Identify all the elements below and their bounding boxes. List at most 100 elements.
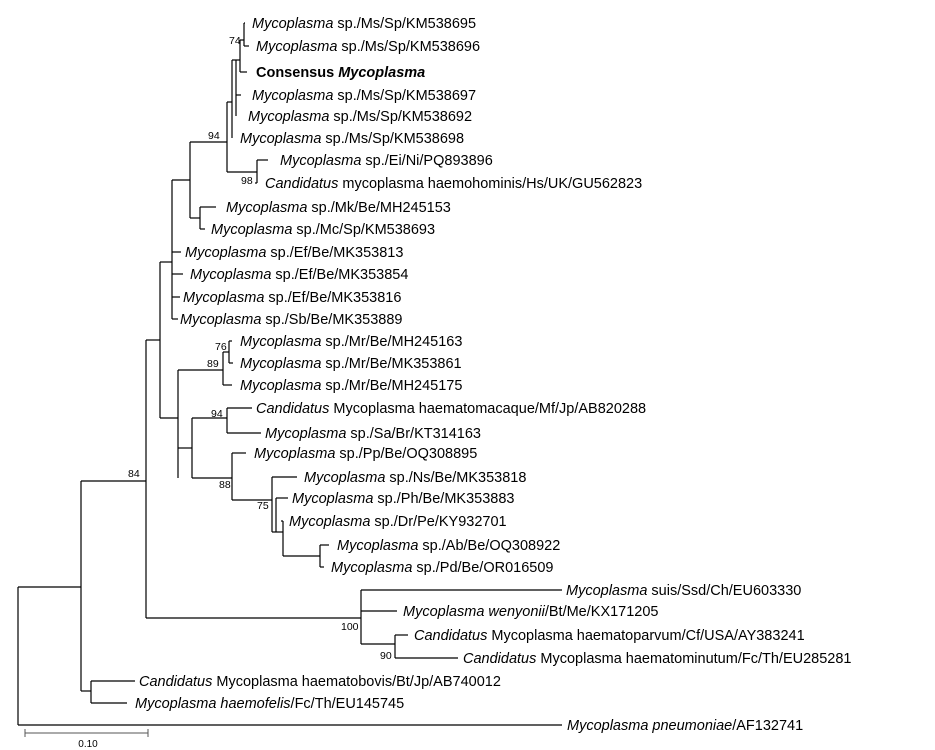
taxon-genus-t27: Mycoplasma wenyonii [403, 604, 546, 620]
taxon-label-t13: Mycoplasma sp./Ef/Be/MK353816 [183, 290, 401, 306]
taxon-genus-t25: Mycoplasma [331, 560, 412, 576]
taxon-label-t25: Mycoplasma sp./Pd/Be/OR016509 [331, 560, 553, 576]
taxon-labels: Mycoplasma sp./Ms/Sp/KM538695Mycoplasma … [135, 16, 851, 734]
taxon-strain-t14: sp./Sb/Be/MK353889 [261, 312, 402, 328]
taxon-genus-t20: Mycoplasma [254, 446, 335, 462]
taxon-genus-t29: Candidatus [463, 651, 536, 667]
taxon-strain-t19: sp./Sa/Br/KT314163 [346, 426, 481, 442]
taxon-strain-t1: sp./Ms/Sp/KM538695 [333, 16, 476, 32]
taxon-genus-t1: Mycoplasma [252, 16, 333, 32]
taxon-genus-t6: Mycoplasma [240, 131, 321, 147]
taxon-strain-t28: Mycoplasma haematoparvum/Cf/USA/AY383241 [487, 628, 804, 644]
taxon-label-t7: Mycoplasma sp./Ei/Ni/PQ893896 [280, 153, 493, 169]
taxon-strain-t31: /Fc/Th/EU145745 [291, 696, 405, 712]
taxon-label-t18: Candidatus Mycoplasma haematomacaque/Mf/… [256, 401, 646, 417]
taxon-label-t10: Mycoplasma sp./Mc/Sp/KM538693 [211, 222, 435, 238]
taxon-genus-t16: Mycoplasma [240, 356, 321, 372]
bootstrap-value-b84: 84 [128, 468, 140, 480]
taxon-label-t27: Mycoplasma wenyonii/Bt/Me/KX171205 [403, 604, 659, 620]
taxon-strain-t27: /Bt/Me/KX171205 [545, 604, 659, 620]
taxon-strain-t8: mycoplasma haemohominis/Hs/UK/GU562823 [338, 176, 642, 192]
taxon-strain-t4: sp./Ms/Sp/KM538697 [333, 88, 476, 104]
taxon-genus-t32: Mycoplasma pneumoniae [567, 718, 732, 734]
taxon-genus-t28: Candidatus [414, 628, 487, 644]
taxon-label-t15: Mycoplasma sp./Mr/Be/MH245163 [240, 334, 462, 350]
bootstrap-value-b94: 94 [208, 130, 220, 142]
taxon-strain-t18: Mycoplasma haematomacaque/Mf/Jp/AB820288 [329, 401, 646, 417]
taxon-genus-t3: Mycoplasma [338, 65, 425, 81]
taxon-label-t23: Mycoplasma sp./Dr/Pe/KY932701 [289, 514, 507, 530]
taxon-strain-t9: sp./Mk/Be/MH245153 [307, 200, 450, 216]
taxon-label-t19: Mycoplasma sp./Sa/Br/KT314163 [265, 426, 481, 442]
taxon-strain-t23: sp./Dr/Pe/KY932701 [370, 514, 506, 530]
taxon-label-t30: Candidatus Mycoplasma haematobovis/Bt/Jp… [139, 674, 501, 690]
taxon-label-t1: Mycoplasma sp./Ms/Sp/KM538695 [252, 16, 476, 32]
taxon-genus-t2: Mycoplasma [256, 39, 337, 55]
bootstrap-value-b74: 74 [229, 35, 241, 47]
taxon-strain-t30: Mycoplasma haematobovis/Bt/Jp/AB740012 [212, 674, 501, 690]
taxon-genus-t22: Mycoplasma [292, 491, 373, 507]
taxon-label-t28: Candidatus Mycoplasma haematoparvum/Cf/U… [414, 628, 805, 644]
taxon-genus-t7: Mycoplasma [280, 153, 361, 169]
taxon-label-t12: Mycoplasma sp./Ef/Be/MK353854 [190, 267, 408, 283]
taxon-label-t2: Mycoplasma sp./Ms/Sp/KM538696 [256, 39, 480, 55]
taxon-genus-t14: Mycoplasma [180, 312, 261, 328]
taxon-strain-t20: sp./Pp/Be/OQ308895 [335, 446, 477, 462]
taxon-strain-t16: sp./Mr/Be/MK353861 [321, 356, 461, 372]
taxon-label-t24: Mycoplasma sp./Ab/Be/OQ308922 [337, 538, 560, 554]
taxon-label-t5: Mycoplasma sp./Ms/Sp/KM538692 [248, 109, 472, 125]
taxon-strain-t29: Mycoplasma haematominutum/Fc/Th/EU285281 [536, 651, 851, 667]
bootstrap-value-b98: 98 [241, 175, 253, 187]
taxon-genus-t17: Mycoplasma [240, 378, 321, 394]
taxon-label-t16: Mycoplasma sp./Mr/Be/MK353861 [240, 356, 462, 372]
taxon-label-t8: Candidatus mycoplasma haemohominis/Hs/UK… [265, 176, 642, 192]
scale-bar: 0.10 [24, 729, 149, 750]
taxon-strain-t10: sp./Mc/Sp/KM538693 [292, 222, 435, 238]
taxon-strain-t2: sp./Ms/Sp/KM538696 [337, 39, 480, 55]
taxon-genus-t31: Mycoplasma haemofelis [135, 696, 291, 712]
taxon-strain-t21: sp./Ns/Be/MK353818 [385, 470, 526, 486]
taxon-genus-t10: Mycoplasma [211, 222, 292, 238]
taxon-label-t9: Mycoplasma sp./Mk/Be/MH245153 [226, 200, 451, 216]
taxon-genus-t9: Mycoplasma [226, 200, 307, 216]
bootstrap-value-b90: 90 [380, 650, 392, 662]
taxon-strain-t17: sp./Mr/Be/MH245175 [321, 378, 462, 394]
taxon-label-t32: Mycoplasma pneumoniae/AF132741 [567, 718, 803, 734]
taxon-strain-t13: sp./Ef/Be/MK353816 [264, 290, 401, 306]
taxon-genus-t19: Mycoplasma [265, 426, 346, 442]
taxon-strain-t6: sp./Ms/Sp/KM538698 [321, 131, 464, 147]
taxon-label-t31: Mycoplasma haemofelis/Fc/Th/EU145745 [135, 696, 404, 712]
taxon-genus-t12: Mycoplasma [190, 267, 271, 283]
taxon-strain-t22: sp./Ph/Be/MK353883 [373, 491, 514, 507]
taxon-label-t21: Mycoplasma sp./Ns/Be/MK353818 [304, 470, 526, 486]
taxon-genus-t26: Mycoplasma [566, 583, 647, 599]
taxon-genus-t8: Candidatus [265, 176, 338, 192]
taxon-strain-t32: /AF132741 [732, 718, 803, 734]
taxon-label-t29: Candidatus Mycoplasma haematominutum/Fc/… [463, 651, 851, 667]
bootstrap-value-b100: 100 [341, 621, 359, 633]
bootstrap-value-b89: 89 [207, 358, 219, 370]
taxon-label-t17: Mycoplasma sp./Mr/Be/MH245175 [240, 378, 462, 394]
taxon-strain-t12: sp./Ef/Be/MK353854 [271, 267, 408, 283]
taxon-label-t22: Mycoplasma sp./Ph/Be/MK353883 [292, 491, 514, 507]
taxon-strain-t7: sp./Ei/Ni/PQ893896 [361, 153, 492, 169]
bootstrap-value-b88: 88 [219, 479, 231, 491]
taxon-genus-t30: Candidatus [139, 674, 212, 690]
taxon-genus-t18: Candidatus [256, 401, 329, 417]
taxon-genus-t21: Mycoplasma [304, 470, 385, 486]
scale-bar-label: 0.10 [78, 739, 98, 750]
taxon-strain-t3: Consensus [256, 65, 338, 81]
bootstrap-value-b76: 76 [215, 341, 227, 353]
taxon-genus-t24: Mycoplasma [337, 538, 418, 554]
bootstrap-value-b94b: 94 [211, 408, 223, 420]
taxon-label-t26: Mycoplasma suis/Ssd/Ch/EU603330 [566, 583, 801, 599]
taxon-label-t14: Mycoplasma sp./Sb/Be/MK353889 [180, 312, 402, 328]
taxon-label-t3: Consensus Mycoplasma [256, 65, 425, 81]
taxon-label-t11: Mycoplasma sp./Ef/Be/MK353813 [185, 245, 403, 261]
taxon-genus-t23: Mycoplasma [289, 514, 370, 530]
taxon-strain-t24: sp./Ab/Be/OQ308922 [418, 538, 560, 554]
taxon-label-t6: Mycoplasma sp./Ms/Sp/KM538698 [240, 131, 464, 147]
bootstrap-value-b75: 75 [257, 500, 269, 512]
taxon-strain-t25: sp./Pd/Be/OR016509 [412, 560, 553, 576]
